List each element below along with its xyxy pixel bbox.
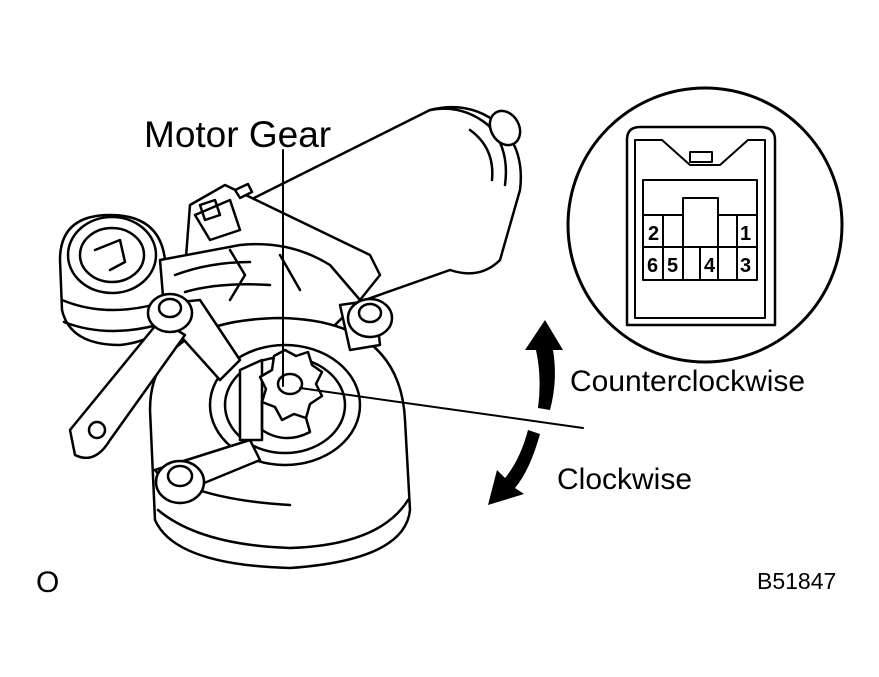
socket-housing xyxy=(58,213,172,347)
figure-mark: O xyxy=(36,566,60,599)
pin-6-label: 6 xyxy=(647,255,658,277)
figure-code: B51847 xyxy=(757,568,837,594)
mounting-bolts xyxy=(146,292,394,505)
connector-inset: 1 2 3 4 5 6 xyxy=(566,86,844,364)
pin-4-label: 4 xyxy=(704,255,716,277)
pin-1-label: 1 xyxy=(740,223,751,245)
connector-leader xyxy=(299,387,584,429)
pin-5-label: 5 xyxy=(667,255,678,277)
rotation-arrow-icon xyxy=(488,320,563,505)
pin-3-label: 3 xyxy=(740,255,751,277)
pin-2-label: 2 xyxy=(648,223,659,245)
clockwise-label: Clockwise xyxy=(557,463,693,496)
motor-gear-icon xyxy=(238,348,324,442)
counterclockwise-label: Counterclockwise xyxy=(570,365,806,398)
motor-gear-label: Motor Gear xyxy=(144,114,332,155)
